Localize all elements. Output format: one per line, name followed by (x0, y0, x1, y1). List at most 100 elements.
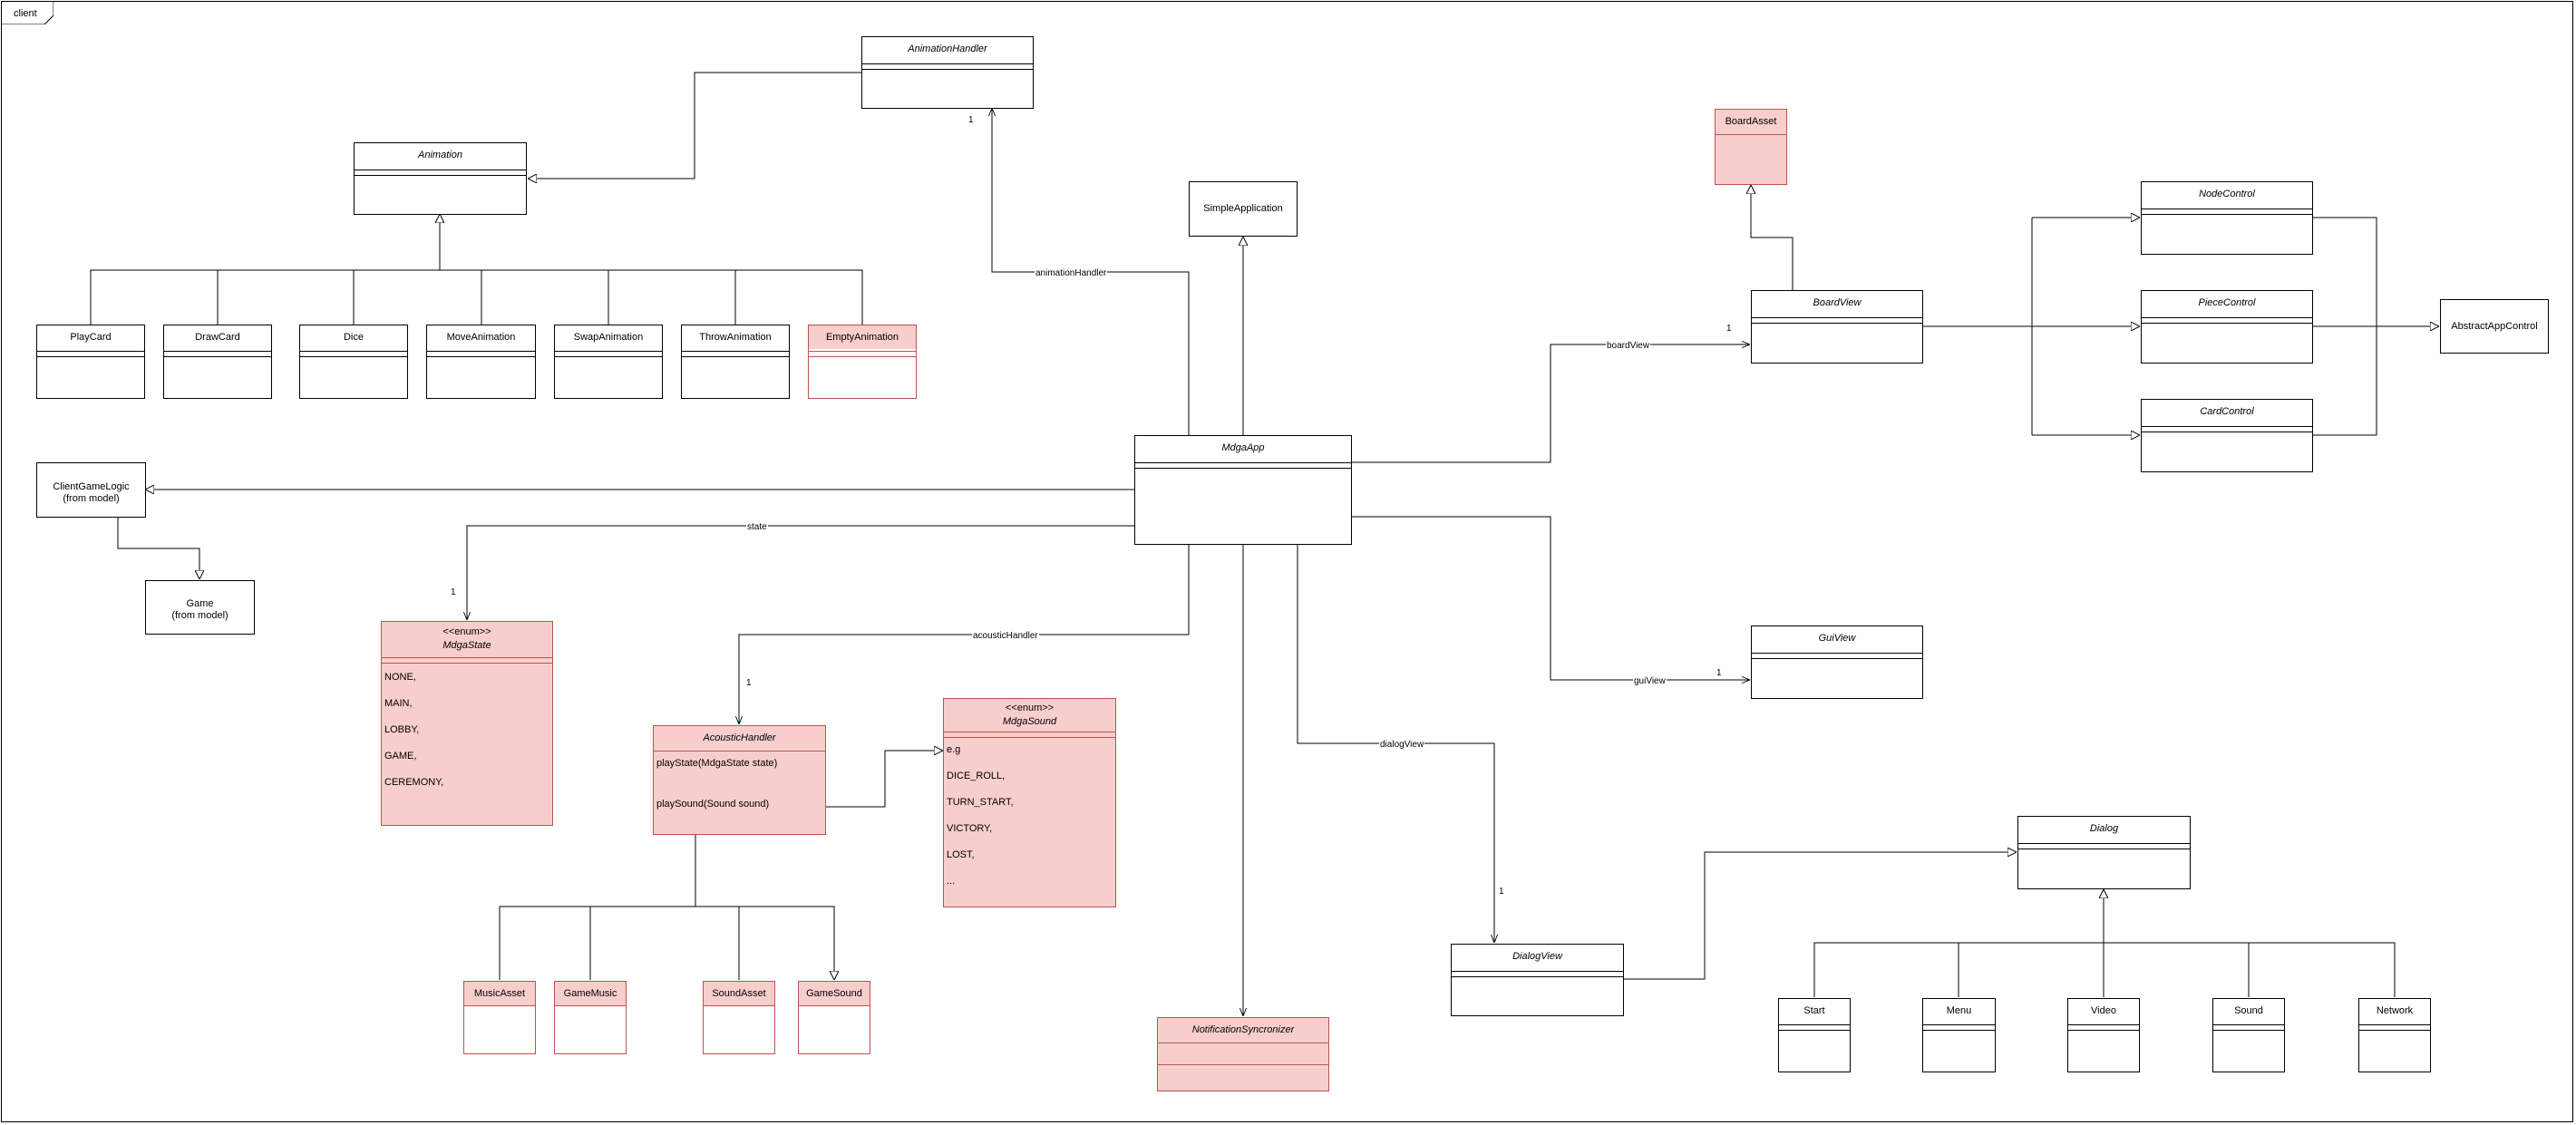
class-dialog-view[interactable]: DialogView (1451, 944, 1624, 1016)
divider (555, 1005, 626, 1009)
enum-value: CEREMONY, (384, 777, 444, 788)
multiplicity-state: 1 (451, 587, 456, 597)
enum-value: e.g (947, 744, 961, 755)
divider (2018, 843, 2190, 849)
class-notification-syncronizer[interactable]: NotificationSyncronizer (1157, 1017, 1329, 1091)
class-game-music[interactable]: GameMusic (554, 981, 627, 1054)
frame-label: client (14, 8, 37, 19)
edge-label-acoustic-handler: acousticHandler (972, 631, 1039, 641)
class-piece-control[interactable]: PieceControl (2141, 290, 2313, 364)
multiplicity-animation-handler: 1 (968, 115, 974, 125)
class-name: ThrowAnimation (699, 332, 772, 343)
divider (1752, 317, 1922, 324)
class-play-card[interactable]: PlayCard (36, 325, 145, 399)
class-music-asset[interactable]: MusicAsset (463, 981, 536, 1054)
divider (2142, 426, 2312, 432)
class-game-sound[interactable]: GameSound (798, 981, 870, 1054)
class-move-animation[interactable]: MoveAnimation (426, 325, 536, 399)
class-menu[interactable]: Menu (1922, 998, 1996, 1072)
multiplicity-dialog-view: 1 (1499, 887, 1504, 897)
class-video[interactable]: Video (2067, 998, 2140, 1072)
divider (704, 1005, 774, 1009)
class-name: Dice (343, 332, 364, 343)
class-board-view[interactable]: BoardView (1751, 290, 1923, 364)
class-animation-handler[interactable]: AnimationHandler (861, 36, 1034, 109)
divider (1779, 1024, 1850, 1031)
edge-acoustichandler-mdgasound (825, 751, 943, 808)
class-node-control[interactable]: NodeControl (2141, 181, 2313, 255)
enum-value: VICTORY, (947, 823, 993, 834)
class-animation[interactable]: Animation (354, 142, 527, 215)
class-swap-animation[interactable]: SwapAnimation (554, 325, 663, 399)
class-network[interactable]: Network (2358, 998, 2431, 1072)
enum-name: MdgaSound (1002, 716, 1057, 727)
class-simple-application[interactable]: SimpleApplication (1189, 181, 1298, 237)
multiplicity-board-view: 1 (1726, 324, 1732, 334)
divider (37, 351, 144, 357)
class-sound-asset[interactable]: SoundAsset (703, 981, 775, 1054)
class-name: Animation (418, 150, 462, 160)
edge-boardview-boardasset (1751, 185, 1793, 290)
multiplicity-acoustic-handler: 1 (746, 678, 752, 688)
class-name: DrawCard (195, 332, 240, 343)
class-start[interactable]: Start (1778, 998, 1851, 1072)
class-name: CardControl (2200, 406, 2254, 417)
enum-value: DICE_ROLL, (947, 771, 1006, 781)
divider (1452, 971, 1623, 977)
class-throw-animation[interactable]: ThrowAnimation (681, 325, 790, 399)
stereotype: <<enum>> (1005, 703, 1055, 713)
edge-clientgamelogic-game (117, 517, 199, 579)
class-game[interactable]: Game (from model) (145, 580, 255, 635)
class-note: (from model) (171, 610, 228, 621)
divider (164, 351, 271, 357)
edge-animation-subclasses (90, 269, 863, 325)
class-name: MoveAnimation (446, 332, 516, 343)
class-board-asset[interactable]: BoardAsset (1715, 109, 1787, 185)
method: playSound(Sound sound) (656, 799, 770, 810)
frame-tab: client (1, 1, 53, 24)
enum-value: MAIN, (384, 698, 413, 709)
class-mdga-app[interactable]: MdgaApp (1134, 435, 1352, 545)
class-name: Sound (2234, 1005, 2263, 1016)
enum-value: TURN_START, (947, 797, 1014, 808)
class-name: GameMusic (555, 982, 626, 1005)
class-abstract-app-control[interactable]: AbstractAppControl (2440, 299, 2549, 354)
class-client-game-logic[interactable]: ClientGameLogic (from model) (36, 462, 146, 518)
edge-mdgaapp-acoustichandler (739, 544, 1190, 724)
class-card-control[interactable]: CardControl (2141, 399, 2313, 472)
divider (2213, 1024, 2284, 1031)
enum-value: LOBBY, (384, 724, 420, 735)
class-name: PlayCard (70, 332, 112, 343)
class-name: Video (2091, 1005, 2116, 1016)
enum-name: MdgaState (442, 640, 491, 651)
divider (2142, 209, 2312, 215)
class-name: NotificationSyncronizer (1191, 1024, 1295, 1035)
divider (1716, 134, 1786, 138)
edge-dialogview-dialog (1624, 852, 2017, 980)
class-name: MusicAsset (464, 982, 535, 1005)
edge-controls-abstractappcontrol (2313, 217, 2439, 436)
enum-mdga-sound[interactable]: <<enum>> MdgaSound e.g DICE_ROLL, TURN_S… (943, 698, 1116, 907)
class-name: DialogView (1512, 951, 1562, 962)
divider (799, 1005, 870, 1009)
divider (300, 351, 407, 357)
class-empty-animation[interactable]: EmptyAnimation (808, 325, 917, 399)
class-name: Network (2376, 1005, 2414, 1016)
class-gui-view[interactable]: GuiView (1751, 626, 1923, 699)
divider (382, 657, 552, 664)
class-name: NodeControl (2199, 189, 2255, 199)
class-name: BoardAsset (1725, 116, 1777, 127)
edge-label-dialog-view: dialogView (1379, 740, 1425, 750)
divider (862, 63, 1033, 70)
class-acoustic-handler[interactable]: AcousticHandler playState(MdgaState stat… (653, 725, 826, 835)
class-dice[interactable]: Dice (299, 325, 408, 399)
edge-animationhandler-animation (528, 72, 861, 179)
class-sound[interactable]: Sound (2212, 998, 2285, 1072)
class-dialog[interactable]: Dialog (2017, 816, 2191, 889)
class-draw-card[interactable]: DrawCard (163, 325, 272, 399)
divider (944, 732, 1115, 738)
divider (1158, 1043, 1328, 1046)
divider (809, 351, 916, 357)
enum-mdga-state[interactable]: <<enum>> MdgaState NONE, MAIN, LOBBY, GA… (381, 621, 553, 826)
